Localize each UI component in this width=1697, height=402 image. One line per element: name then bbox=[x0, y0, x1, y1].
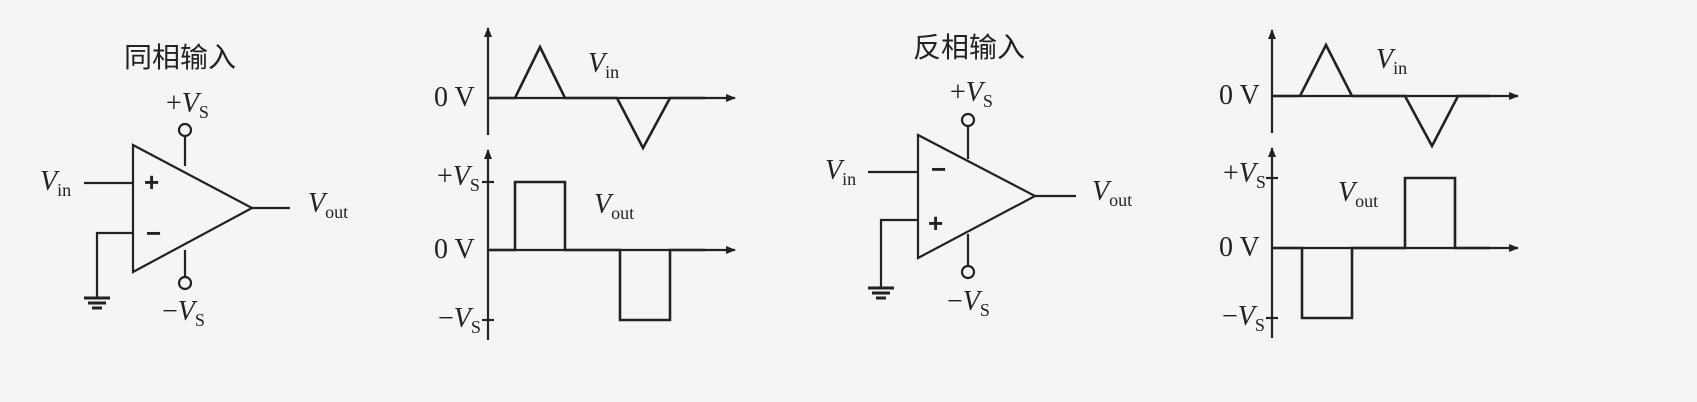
input-waveform-graph: 0 V Vin bbox=[1219, 29, 1519, 149]
output-graph-minus-vs-label: −VS bbox=[438, 303, 481, 337]
opamp-symbol: + − +VS −VS bbox=[131, 88, 255, 330]
output-waveform-line bbox=[1272, 176, 1490, 320]
ground-icon bbox=[84, 296, 110, 310]
output-graph-minus-vs-label: −VS bbox=[1222, 301, 1265, 335]
opamp-bottom-pin-sign: + bbox=[928, 208, 943, 238]
output-graph-vout-label: Vout bbox=[594, 189, 634, 223]
output-graph-plus-vs-label: +VS bbox=[1223, 158, 1266, 192]
output-waveform-graph: +VS 0 V −VS Vout bbox=[1219, 147, 1519, 338]
output-waveform-graph: +VS 0 V −VS Vout bbox=[434, 149, 736, 340]
opamp-triangle bbox=[916, 133, 1038, 260]
panel-title: 反相输入 bbox=[913, 31, 1025, 64]
supply-minus-terminal bbox=[960, 264, 976, 280]
input-graph-zero-label: 0 V bbox=[434, 82, 475, 113]
supply-minus-label: −VS bbox=[947, 286, 990, 320]
vin-label: Vin bbox=[40, 166, 71, 200]
output-graph-vout-label: Vout bbox=[1338, 177, 1378, 211]
input-graph-vin-label: Vin bbox=[588, 48, 619, 82]
panel-inverting: 反相输入 − + +VS −VS Vin bbox=[825, 29, 1519, 338]
input-waveform-line bbox=[1272, 42, 1490, 149]
vin-label: Vin bbox=[825, 155, 856, 189]
supply-minus-terminal bbox=[177, 275, 193, 291]
input-graph-vin-label: Vin bbox=[1376, 44, 1407, 78]
ground-wire bbox=[879, 218, 918, 288]
supply-plus-label: +VS bbox=[950, 77, 993, 111]
output-graph-zero-label: 0 V bbox=[1219, 232, 1260, 263]
opamp-top-pin-sign: + bbox=[144, 167, 159, 197]
output-graph-zero-label: 0 V bbox=[434, 234, 475, 265]
output-graph-plus-vs-label: +VS bbox=[437, 161, 480, 195]
supply-minus-label: −VS bbox=[162, 296, 205, 330]
input-waveform-graph: 0 V Vin bbox=[434, 27, 736, 151]
opamp-top-pin-sign: − bbox=[931, 154, 946, 184]
panel-noninverting: 同相输入 + − +VS −VS Vin bbox=[40, 27, 736, 340]
input-waveform-line bbox=[488, 44, 705, 151]
panel-title: 同相输入 bbox=[124, 41, 236, 74]
supply-plus-terminal bbox=[960, 112, 976, 128]
opamp-symbol: − + +VS −VS bbox=[916, 77, 1038, 320]
output-waveform-line bbox=[488, 180, 705, 322]
vout-label: Vout bbox=[308, 188, 348, 222]
vout-label: Vout bbox=[1092, 176, 1132, 210]
ground-wire bbox=[95, 231, 133, 298]
supply-plus-terminal bbox=[177, 122, 193, 138]
ground-icon bbox=[868, 286, 894, 300]
opamp-bottom-pin-sign: − bbox=[146, 218, 161, 248]
opamp-triangle bbox=[131, 143, 255, 274]
supply-plus-label: +VS bbox=[166, 88, 209, 122]
input-graph-zero-label: 0 V bbox=[1219, 80, 1260, 111]
